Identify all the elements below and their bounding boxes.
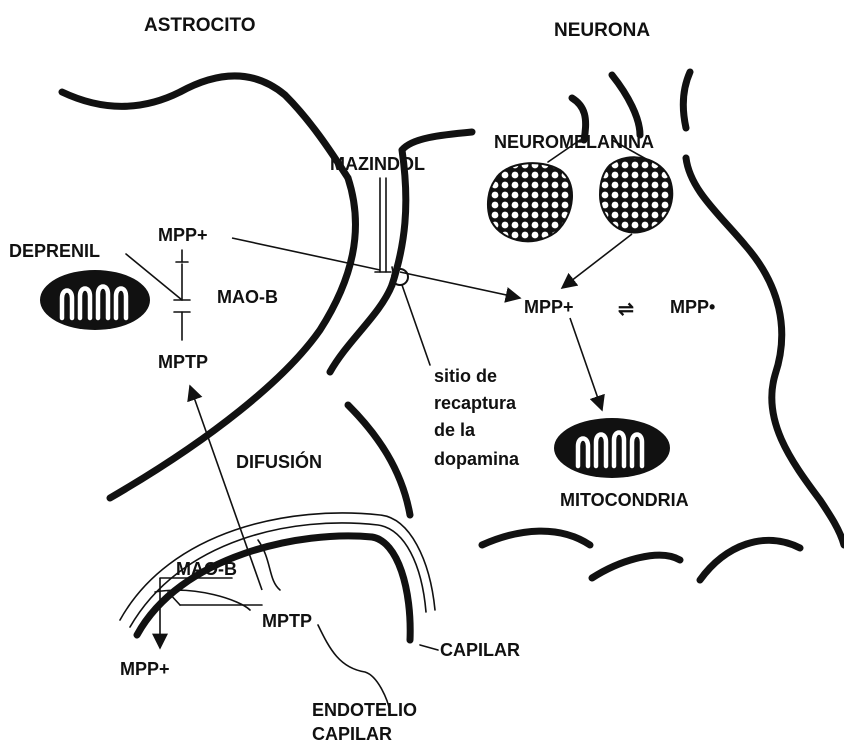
mpp-plus-right-label: MPP+ [524, 297, 574, 317]
sitio-label-line-3: de la [434, 420, 476, 440]
granule-to-mpp-arrow [562, 234, 632, 288]
neurona-label: NEURONA [554, 20, 650, 41]
mazindol-label: MAZINDOL [330, 154, 425, 174]
mpp-radical-label: MPP• [670, 297, 715, 317]
equilibrium-arrows: ⇌ [618, 299, 634, 320]
neuromelanina-granules [488, 157, 672, 241]
endotelio-label-line-1: ENDOTELIO [312, 700, 417, 720]
mptp-bottom-label: MPTP [262, 611, 312, 631]
capilar-label: CAPILAR [440, 640, 520, 660]
labels: ASTROCITO NEURONA MAZINDOL NEUROMELANINA… [9, 15, 715, 744]
reuptake-to-mpp-arrow [400, 272, 520, 298]
mpp-plus-top-label: MPP+ [158, 225, 208, 245]
sitio-label-line-1: sitio de [434, 366, 497, 386]
mpp-to-mitochondria-arrow [570, 318, 602, 410]
deprenil-label: DEPRENIL [9, 241, 100, 261]
mpp-to-reuptake-line [232, 238, 380, 270]
sitio-pointer-line [402, 285, 430, 365]
neuromelanina-label: NEUROMELANINA [494, 132, 654, 152]
sitio-label-line-2: recaptura [434, 393, 517, 413]
mitocondria-label: MITOCONDRIA [560, 490, 689, 510]
difusion-label: DIFUSIÓN [236, 451, 322, 472]
mptp-top-label: MPTP [158, 352, 208, 372]
astrocyte-mitochondrion [40, 270, 150, 330]
astrocito-label: ASTROCITO [144, 15, 256, 36]
neuron-mitochondrion [554, 418, 670, 478]
mao-b-bottom-label: MAO-B [176, 559, 237, 579]
sitio-label-line-4: dopamina [434, 449, 520, 469]
mpp-plus-bottom-label: MPP+ [120, 659, 170, 679]
endotelio-label-line-2: CAPILAR [312, 724, 392, 744]
mao-b-top-label: MAO-B [217, 287, 278, 307]
